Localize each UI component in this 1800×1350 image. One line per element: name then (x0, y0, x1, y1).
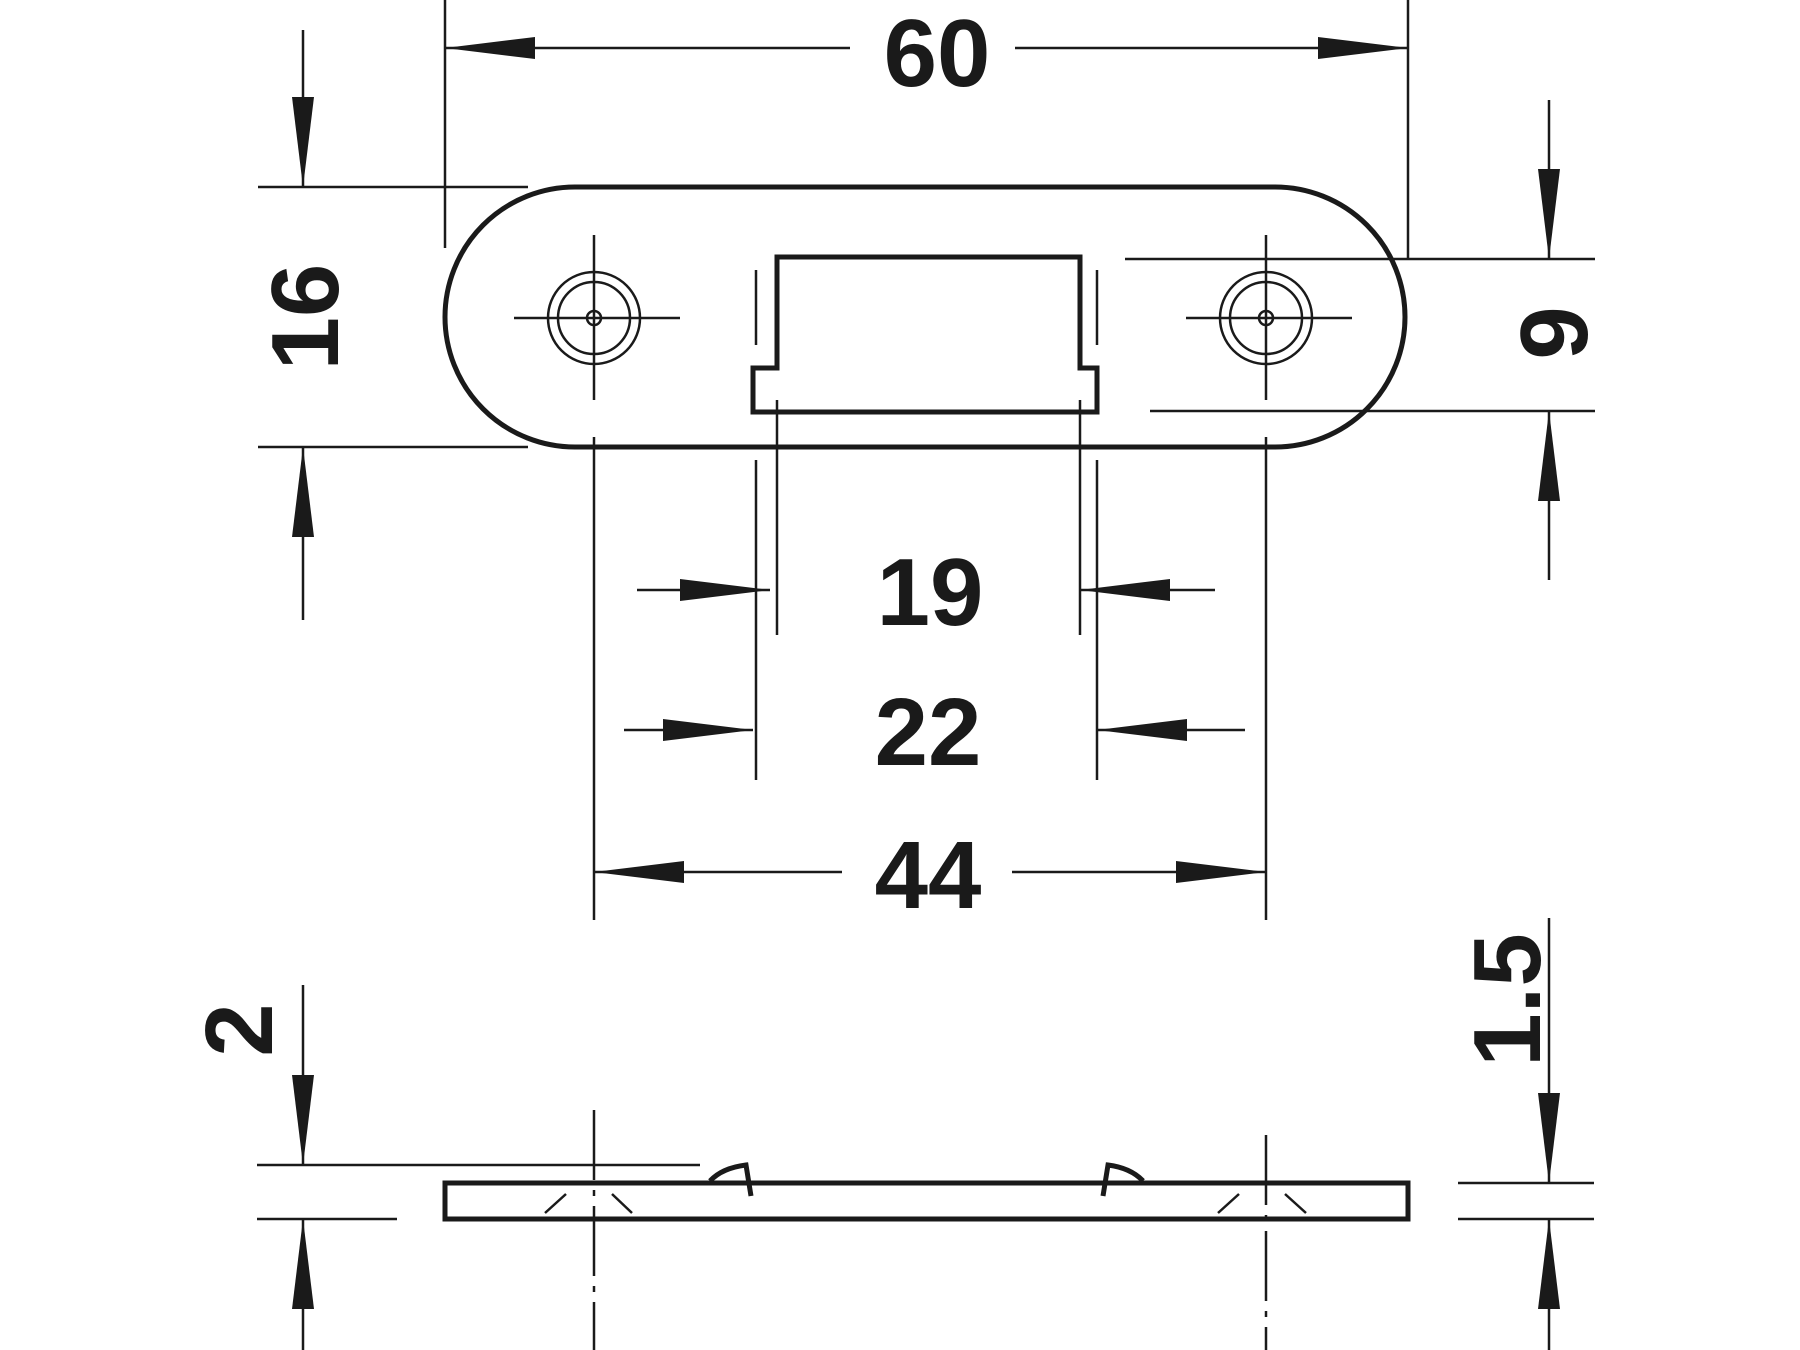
dim-opening-height: 9 (1501, 100, 1608, 580)
dim-opening-inner: 19 (637, 539, 1215, 646)
dim-9-label: 9 (1501, 306, 1608, 359)
dim-22-label: 22 (875, 679, 982, 786)
screw-hole-left (514, 235, 680, 400)
latch-opening (750, 254, 1100, 415)
dim-tab-thickness: 1.5 (1454, 918, 1561, 1350)
top-view: 60 16 9 19 22 44 (252, 0, 1608, 929)
plate-side-profile (442, 1180, 1411, 1222)
dim-plate-width: 16 (252, 30, 359, 620)
dim-19-label: 19 (877, 539, 984, 646)
dim-overall-length: 60 (445, 0, 1408, 107)
side-view: 2 1.5 (186, 918, 1594, 1350)
dim-16-label: 16 (252, 264, 359, 371)
dim-44-label: 44 (875, 822, 982, 929)
dim-2-label: 2 (186, 1003, 293, 1056)
dim-60-label: 60 (884, 0, 991, 107)
dim-hole-distance: 44 (594, 822, 1266, 929)
plate-outline (442, 184, 1408, 450)
dim-opening-outer: 22 (624, 679, 1245, 786)
dim-1-5-label: 1.5 (1454, 933, 1561, 1066)
dim-plate-thickness: 2 (186, 985, 314, 1350)
screw-hole-right (1186, 235, 1352, 400)
